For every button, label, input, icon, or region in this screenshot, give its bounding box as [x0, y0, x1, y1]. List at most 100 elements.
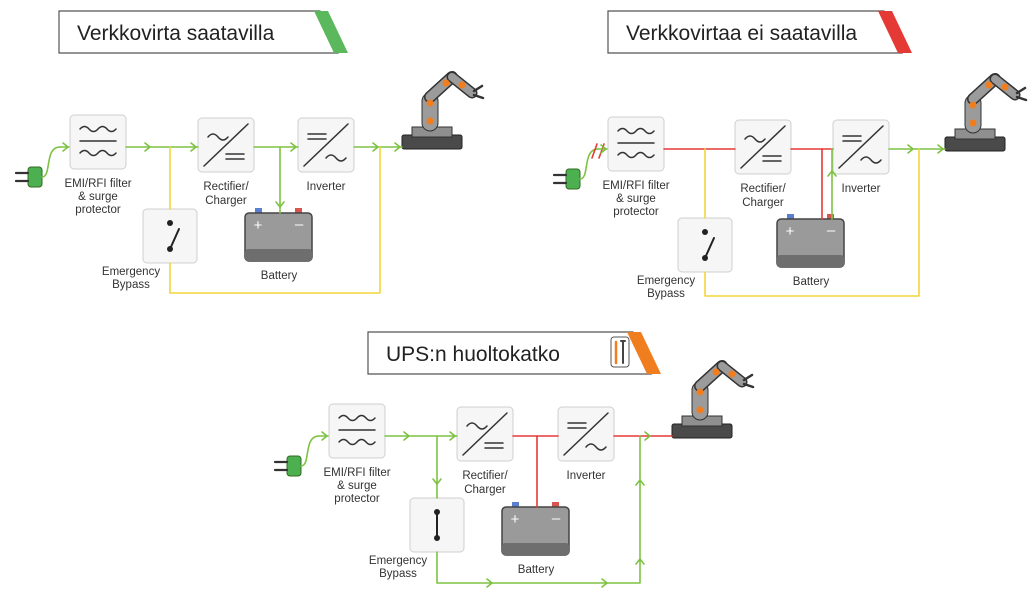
robot-joint — [696, 406, 704, 414]
flow-arrow — [372, 142, 379, 152]
battery-terminal-minus — [827, 214, 834, 220]
power-cord — [300, 435, 320, 467]
battery-terminal-minus — [295, 208, 302, 214]
rectifier-charger-label: Rectifier/ — [203, 181, 249, 193]
rectifier-charger: Rectifier/Charger — [197, 117, 255, 207]
robot-arm-icon — [944, 73, 1028, 152]
plug-body — [286, 455, 302, 477]
title-accent-stripe — [878, 11, 912, 53]
plug-prongs — [14, 171, 30, 183]
scenario-title: Verkkovirtaa ei saatavilla — [626, 22, 857, 45]
robot-gripper — [742, 373, 755, 389]
scenario-title: Verkkovirta saatavilla — [77, 22, 275, 45]
flow-arrow — [937, 144, 944, 154]
dc-symbol — [225, 153, 245, 160]
bypass-label: Bypass — [379, 568, 417, 580]
battery-plus-sign: + — [254, 217, 263, 234]
flow-arrow — [486, 578, 493, 588]
plug-prongs — [552, 173, 568, 185]
filter-label: & surge — [78, 191, 118, 203]
rectifier-charger-label: Rectifier/ — [462, 470, 508, 482]
battery-label: Battery — [518, 564, 555, 576]
bypass-label: Bypass — [647, 288, 685, 300]
flow-arrow — [275, 201, 285, 208]
battery-icon: +–Battery — [244, 208, 313, 282]
ac-symbol — [744, 135, 766, 143]
battery-minus-sign: – — [827, 222, 836, 239]
filter-box — [69, 114, 127, 170]
plug-icon — [14, 166, 43, 188]
dc-symbol — [842, 135, 862, 142]
robot-gripper — [1015, 86, 1028, 102]
rectifier-charger-label: Rectifier/ — [740, 183, 786, 195]
rectifier-charger-label: Charger — [205, 195, 247, 207]
filter-coil — [79, 149, 117, 157]
inverter: Inverter — [832, 119, 890, 195]
robot-joint — [1001, 83, 1009, 91]
tool-frame — [610, 336, 630, 368]
flow-arrow — [321, 431, 328, 441]
flow-arrow — [907, 144, 914, 154]
ac-symbol — [466, 422, 488, 430]
rectifier-charger: Rectifier/Charger — [456, 406, 514, 496]
plug-icon — [552, 168, 581, 190]
converter-diagonal — [563, 412, 609, 456]
battery-base — [502, 543, 569, 555]
dc-symbol — [567, 422, 587, 429]
rectifier-charger-label: Charger — [464, 484, 506, 496]
filter-label: EMI/RFI filter — [602, 180, 669, 192]
rectifier-charger-label: Charger — [742, 197, 784, 209]
scenario-title: UPS:n huoltokatko — [386, 343, 560, 366]
bypass-label: Emergency — [369, 555, 427, 567]
filter-box — [607, 116, 665, 172]
robot-joint — [458, 81, 466, 89]
filter-coil — [79, 125, 117, 133]
filter-label: & surge — [616, 193, 656, 205]
robot-joint — [728, 370, 736, 378]
flow-arrow — [827, 170, 837, 177]
power-cord — [41, 146, 61, 178]
flow-arrow — [394, 142, 401, 152]
battery-base — [245, 249, 312, 261]
inverter-label: Inverter — [567, 470, 606, 482]
ac-symbol — [585, 443, 607, 451]
dc-symbol — [307, 133, 327, 140]
robot-joint — [712, 368, 720, 376]
robot-joint — [426, 99, 434, 107]
title-accent-stripe — [627, 332, 661, 374]
flow-arrow — [144, 142, 151, 152]
rectifier-charger: Rectifier/Charger — [734, 119, 792, 209]
switch-box — [677, 217, 733, 273]
filter-label: & surge — [337, 480, 377, 492]
title-accent-stripe — [314, 11, 348, 53]
flow-arrow — [190, 142, 197, 152]
battery-terminal-minus — [552, 502, 559, 508]
battery-base — [777, 255, 844, 267]
switch-blade — [169, 228, 180, 250]
ac-symbol — [860, 156, 882, 164]
bypass-label: Emergency — [102, 266, 160, 278]
robot-joint — [969, 101, 977, 109]
filter-coil — [338, 414, 376, 422]
filter-coil — [617, 151, 655, 159]
dc-symbol — [762, 155, 782, 162]
power-cord — [579, 148, 599, 180]
bypass-out-line — [436, 435, 641, 584]
bypass-out-line — [704, 148, 920, 297]
switch-contact-top — [167, 220, 173, 226]
battery-minus-sign: – — [295, 216, 304, 233]
battery-terminal-plus — [255, 208, 262, 214]
filter-label: protector — [334, 493, 380, 505]
flow-arrow — [635, 558, 645, 565]
converter-diagonal — [462, 412, 508, 456]
inverter: Inverter — [557, 406, 615, 482]
battery-discharge-line — [831, 148, 834, 220]
filter-label: protector — [75, 204, 121, 216]
